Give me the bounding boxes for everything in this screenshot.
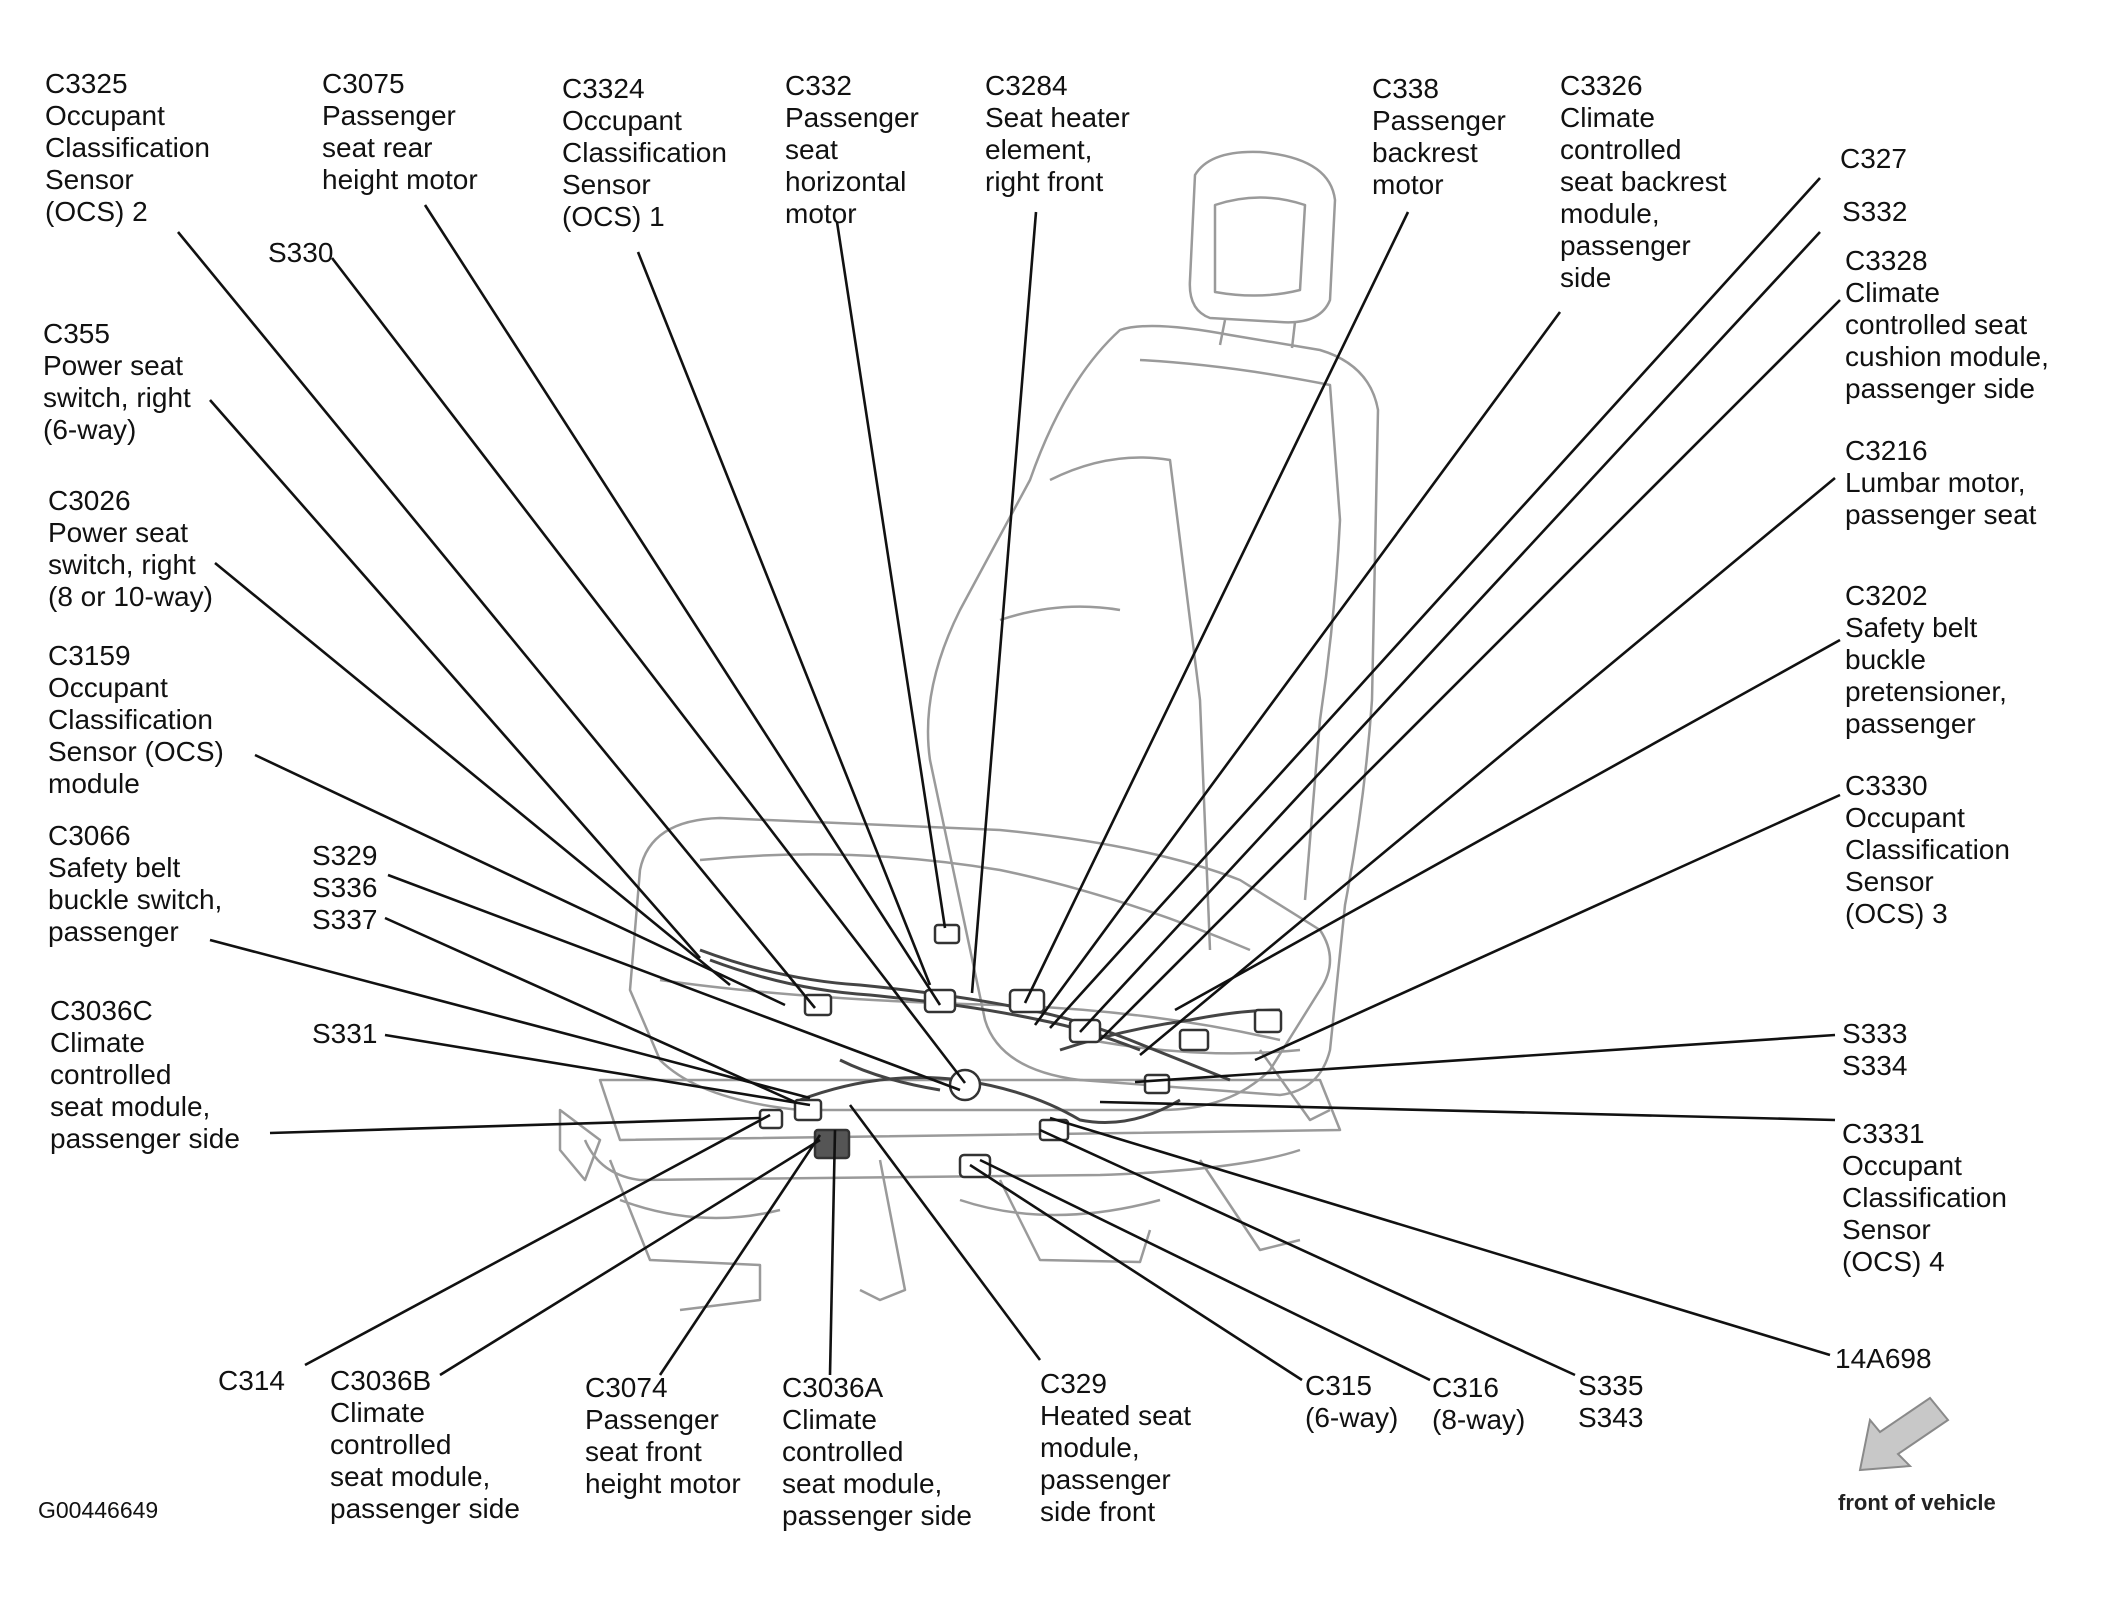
leader-lines xyxy=(176,177,1841,1382)
label-c3326: C3326 Climate controlled seat backrest m… xyxy=(1560,70,1727,293)
label-c3330: C3330 Occupant Classification Sensor (OC… xyxy=(1845,770,2010,929)
label-c315: C315 (6-way) xyxy=(1305,1370,1399,1433)
label-c3066: C3066 Safety belt buckle switch, passeng… xyxy=(48,820,223,947)
label-c314: C314 xyxy=(218,1365,285,1396)
label-s335-s343: S335 S343 xyxy=(1578,1370,1644,1433)
label-c3325: C3325 Occupant Classification Sensor (OC… xyxy=(45,68,210,227)
seat-outline xyxy=(558,150,1380,1312)
label-s329-s336-s337: S329 S336 S337 xyxy=(312,840,378,935)
label-c329: C329 Heated seat module, passenger side … xyxy=(1040,1368,1191,1527)
cushion-outline xyxy=(628,816,1332,1112)
label-c332: C332 Passenger seat horizontal motor xyxy=(785,70,919,229)
label-c316: C316 (8-way) xyxy=(1432,1372,1526,1435)
seat-frame xyxy=(558,1049,1342,1312)
label-c3036c: C3036C Climate controlled seat module, p… xyxy=(50,995,240,1154)
label-c3202: C3202 Safety belt buckle pretensioner, p… xyxy=(1845,580,2007,739)
label-s333-s334: S333 S334 xyxy=(1842,1018,1908,1081)
label-c3324: C3324 Occupant Classification Sensor (OC… xyxy=(562,73,727,232)
label-c3331: C3331 Occupant Classification Sensor (OC… xyxy=(1842,1118,2007,1277)
label-c3284: C3284 Seat heater element, right front xyxy=(985,70,1130,197)
label-c3159: C3159 Occupant Classification Sensor (OC… xyxy=(48,640,224,799)
label-14a698: 14A698 xyxy=(1835,1343,1932,1374)
label-c3074: C3074 Passenger seat front height motor xyxy=(585,1372,741,1499)
front-of-vehicle-label: front of vehicle xyxy=(1838,1490,1996,1515)
label-c3216: C3216 Lumbar motor, passenger seat xyxy=(1845,435,2037,530)
label-c3026: C3026 Power seat switch, right (8 or 10-… xyxy=(48,485,213,612)
backrest-outline xyxy=(926,324,1380,1097)
figure-id: G00446649 xyxy=(38,1497,159,1523)
label-s332: S332 xyxy=(1842,196,1908,227)
label-c3075: C3075 Passenger seat rear height motor xyxy=(322,68,478,195)
label-c3328: C3328 Climate controlled seat cushion mo… xyxy=(1845,245,2049,404)
label-s330: S330 xyxy=(268,237,334,268)
front-of-vehicle-arrow xyxy=(1858,1396,1950,1472)
label-c3036b: C3036B Climate controlled seat module, p… xyxy=(330,1365,520,1524)
headrest-outline xyxy=(1188,150,1337,324)
label-c355: C355 Power seat switch, right (6-way) xyxy=(43,318,191,445)
label-s331: S331 xyxy=(312,1018,378,1049)
label-c3036a: C3036A Climate controlled seat module, p… xyxy=(782,1372,972,1531)
label-c338: C338 Passenger backrest motor xyxy=(1372,73,1506,200)
connectors xyxy=(758,923,1283,1179)
label-c327: C327 xyxy=(1840,143,1907,174)
